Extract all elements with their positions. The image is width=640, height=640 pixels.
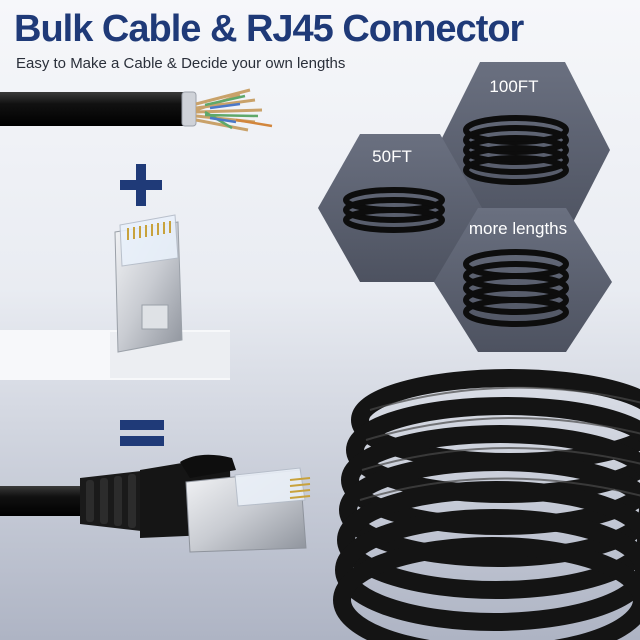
plus-icon: [120, 164, 162, 206]
hex-100ft: 100FT: [436, 62, 610, 238]
bulk-cable-image: [0, 88, 273, 132]
hex-50ft: 50FT: [318, 134, 482, 282]
page-title: Bulk Cable & RJ45 Connector: [14, 8, 524, 50]
finished-cable-image: [0, 454, 311, 553]
cable-coil-highlights: [359, 386, 640, 501]
hex-50ft-label: 50FT: [372, 147, 412, 166]
hex-more-lengths: more lengths: [434, 208, 612, 352]
rj45-connector-image: [0, 214, 230, 380]
page-subtitle: Easy to Make a Cable & Decide your own l…: [16, 55, 346, 72]
hex-100ft-label: 100FT: [489, 77, 538, 96]
cable-coil-image: [333, 369, 640, 640]
hex-more-lengths-label: more lengths: [469, 219, 567, 238]
equals-icon: [120, 420, 164, 446]
